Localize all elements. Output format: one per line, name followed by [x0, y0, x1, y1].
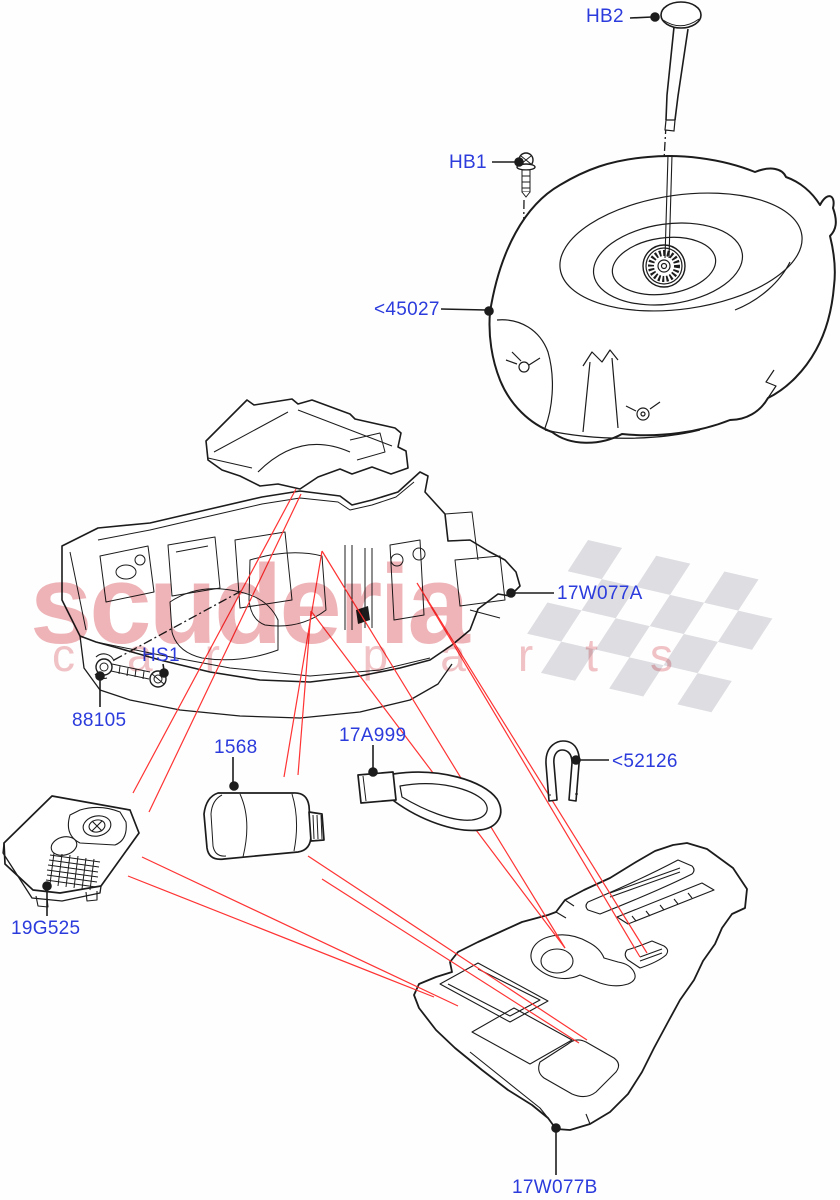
lower-foam-tray-drawing [413, 842, 748, 1131]
part-label-hb2[interactable]: HB2 [586, 6, 624, 27]
compressor-drawing [2, 795, 140, 908]
part-label-upper-tray[interactable]: 17W077A [557, 583, 643, 604]
part-label-strap[interactable]: 17A999 [339, 725, 407, 746]
part-label-hb1[interactable]: HB1 [449, 152, 487, 173]
leader-lines [42, 12, 660, 1175]
part-label-sealant[interactable]: 1568 [214, 737, 258, 758]
part-label-compressor[interactable]: 19G525 [11, 918, 81, 939]
part-label-hs1[interactable]: HS1 [142, 645, 180, 666]
watermark-brand-text: scuderia [30, 542, 470, 667]
tow-strap-drawing [357, 771, 502, 832]
sealant-bottle-drawing [203, 792, 325, 861]
part-label-lower-tray[interactable]: 17W077B [512, 1177, 598, 1198]
watermark-letters-text: car parts [52, 629, 725, 681]
part-label-screw[interactable]: 88105 [72, 710, 127, 731]
pin-hb2-drawing [660, 1, 702, 132]
part-label-clip[interactable]: <52126 [612, 751, 678, 772]
clip-drawing [545, 740, 581, 802]
checkered-flag-watermark [527, 540, 773, 713]
part-label-cover[interactable]: <45027 [374, 299, 440, 320]
wheel-cover-drawing [488, 154, 837, 444]
upper-foam-tray-drawing [61, 398, 521, 719]
